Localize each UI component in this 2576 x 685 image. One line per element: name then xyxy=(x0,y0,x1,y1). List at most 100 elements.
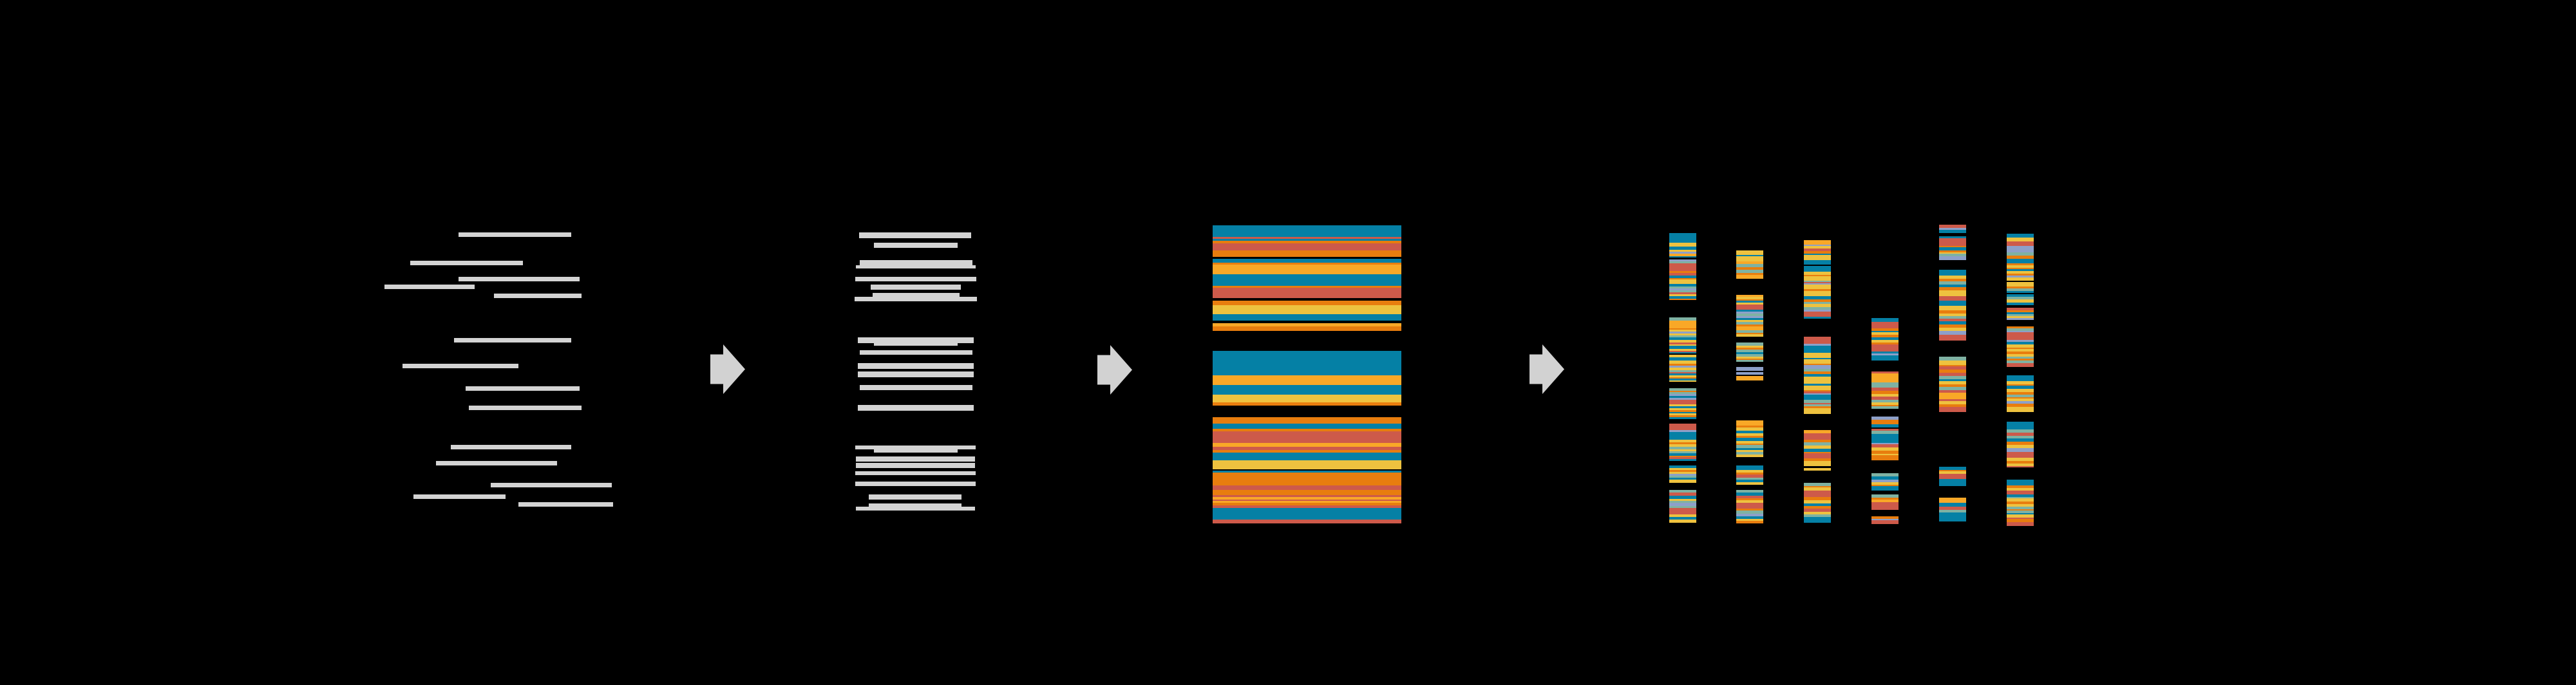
segment-stripe xyxy=(1939,365,1966,366)
segment-stripe xyxy=(1736,433,1763,436)
read-line xyxy=(410,261,523,265)
segment-stripe xyxy=(1669,391,1696,392)
segment-stripe xyxy=(2007,498,2034,502)
segment-stripe xyxy=(1669,261,1696,263)
barcode-segment xyxy=(2007,294,2034,305)
segment-stripe xyxy=(1939,228,1966,230)
segment-stripe xyxy=(1804,433,1831,440)
aligned-read-line xyxy=(858,363,974,369)
segment-stripe xyxy=(1871,447,1899,451)
barcode-segment xyxy=(1669,490,1696,523)
segment-stripe xyxy=(2007,299,2034,303)
aligned-read-line xyxy=(855,297,977,301)
aligned-read-line xyxy=(856,463,975,468)
segment-stripe xyxy=(1939,373,1966,376)
sequence-stripe xyxy=(1213,500,1401,501)
segment-stripe xyxy=(1736,431,1763,433)
segment-stripe xyxy=(2007,395,2034,397)
segment-stripe xyxy=(1939,281,1966,285)
segment-stripe xyxy=(1804,255,1831,260)
sequence-stripe xyxy=(1213,417,1401,424)
segment-stripe xyxy=(1871,340,1899,342)
segment-stripe xyxy=(2007,488,2034,491)
segment-stripe xyxy=(1804,317,1831,319)
sequence-stripe xyxy=(1213,351,1401,375)
segment-stripe xyxy=(1804,307,1831,310)
sequence-stripe xyxy=(1213,239,1401,241)
sequence-stripe xyxy=(1213,321,1401,323)
segment-stripe xyxy=(1871,451,1899,454)
segment-stripe xyxy=(1939,512,1966,521)
segment-stripe xyxy=(1669,442,1696,444)
segment-stripe xyxy=(1736,448,1763,450)
segment-stripe xyxy=(2007,349,2034,352)
sequence-stripe xyxy=(1213,495,1401,497)
segment-stripe xyxy=(1939,498,1966,503)
segment-stripe xyxy=(1939,331,1966,335)
segment-stripe xyxy=(2007,314,2034,316)
segment-stripe xyxy=(1669,375,1696,377)
segment-stripe xyxy=(1804,406,1831,408)
segment-stripe xyxy=(1939,390,1966,393)
sequence-block xyxy=(1213,225,1401,331)
segment-stripe xyxy=(1939,510,1966,512)
segment-stripe xyxy=(1736,352,1763,354)
segment-stripe xyxy=(1939,316,1966,319)
barcode-segment xyxy=(2007,326,2034,367)
segment-stripe xyxy=(1669,506,1696,508)
segment-stripe xyxy=(1669,259,1696,261)
segment-stripe xyxy=(2007,384,2034,386)
segment-stripe xyxy=(1804,506,1831,509)
segment-stripe xyxy=(1871,485,1899,486)
segment-stripe xyxy=(2007,297,2034,299)
segment-stripe xyxy=(1871,382,1899,388)
segment-stripe xyxy=(1736,480,1763,482)
segment-stripe xyxy=(1804,374,1831,377)
segment-stripe xyxy=(1871,454,1899,455)
segment-stripe xyxy=(1736,420,1763,426)
segment-stripe xyxy=(1669,290,1696,292)
aligned-read-line xyxy=(874,343,958,346)
barcode-segment xyxy=(1669,424,1696,461)
segment-stripe xyxy=(2007,433,2034,436)
barcode-segment xyxy=(1939,498,1966,521)
segment-stripe xyxy=(1669,299,1696,300)
segment-stripe xyxy=(1669,256,1696,258)
barcode-segment xyxy=(1736,420,1763,457)
segment-stripe xyxy=(2007,397,2034,399)
segment-stripe xyxy=(2007,392,2034,395)
segment-stripe xyxy=(1736,342,1763,346)
segment-stripe xyxy=(1804,393,1831,395)
segment-stripe xyxy=(1804,466,1831,468)
segment-stripe xyxy=(1804,430,1831,433)
segment-stripe xyxy=(2007,308,2034,310)
segment-stripe xyxy=(1669,496,1696,499)
segment-stripe xyxy=(1939,357,1966,361)
barcode-segment xyxy=(1736,250,1763,279)
segment-stripe xyxy=(1736,359,1763,360)
segment-stripe xyxy=(1669,459,1696,461)
segment-stripe xyxy=(1804,245,1831,246)
read-line xyxy=(469,406,582,410)
segment-stripe xyxy=(1871,331,1899,332)
segment-stripe xyxy=(2007,342,2034,344)
segment-stripe xyxy=(1871,420,1899,424)
sequence-stripe xyxy=(1213,326,1401,331)
barcode-segment xyxy=(1736,342,1763,362)
segment-stripe xyxy=(1736,330,1763,333)
segment-stripe xyxy=(2007,518,2034,519)
segment-stripe xyxy=(1736,334,1763,337)
segment-stripe xyxy=(1939,276,1966,279)
aligned-read-line xyxy=(874,243,958,248)
segment-stripe xyxy=(1871,352,1899,353)
segment-stripe xyxy=(1736,270,1763,273)
segment-stripe xyxy=(1669,344,1696,346)
segment-stripe xyxy=(1736,372,1763,375)
segment-stripe xyxy=(2007,461,2034,464)
segment-stripe xyxy=(1669,233,1696,243)
segment-stripe xyxy=(1804,458,1831,461)
segment-stripe xyxy=(1669,340,1696,342)
barcode-segment xyxy=(1939,467,1966,486)
segment-stripe xyxy=(1669,265,1696,271)
segment-stripe xyxy=(1871,455,1899,460)
